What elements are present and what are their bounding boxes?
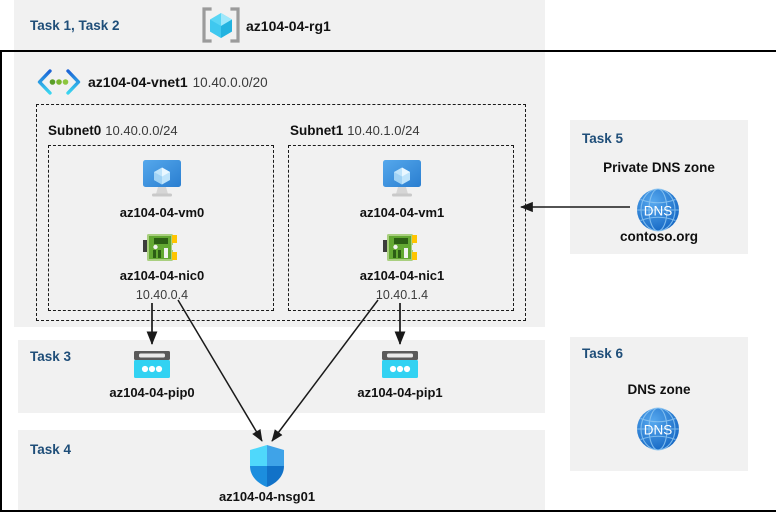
dns-icon-text: DNS [644,204,673,219]
vnet-panel [14,52,545,327]
nic1-ip: 10.40.1.4 [375,288,429,302]
vnet-cidr: 10.40.0.0/20 [192,75,268,90]
subnet1-cidr: 10.40.1.0/24 [347,123,420,138]
task-5-label: Task 5 [582,131,624,146]
virtual-network-icon [36,68,82,96]
dns-zone-icon: DNS [634,405,682,453]
vnet-header: az104-04-vnet1 10.40.0.0/20 [88,74,268,92]
nic0-name: az104-04-nic0 [119,268,205,283]
vm1-name: az104-04-vm1 [359,205,445,220]
pip0-name: az104-04-pip0 [109,385,195,400]
resource-group-header-band [14,0,545,50]
public-ip-address-icon [381,350,419,380]
vm0-name: az104-04-vm0 [119,205,205,220]
dns-zone-heading: DNS zone [627,382,691,397]
private-dns-zone-heading: Private DNS zone [603,160,715,175]
resource-group-icon [200,6,242,44]
nic1-name: az104-04-nic1 [359,268,445,283]
network-security-group-icon [248,444,286,488]
network-interface-icon [143,231,181,264]
task5-panel [570,120,748,254]
pip1-name: az104-04-pip1 [357,385,443,400]
subnet0-cidr: 10.40.0.0/24 [105,123,178,138]
task-1-2-label: Task 1, Task 2 [30,18,120,33]
vnet-name: az104-04-vnet1 [88,74,188,90]
task-3-label: Task 3 [30,349,72,364]
private-dns-zone-name: contoso.org [620,229,698,244]
network-interface-icon [383,231,421,264]
dns-icon-text: DNS [644,423,673,438]
dns-zone-icon: DNS [634,186,682,234]
resource-group-name: az104-04-rg1 [246,18,331,34]
public-ip-address-icon [133,350,171,380]
subnet0-title: Subnet0 [48,123,102,138]
virtual-machine-icon [140,158,184,198]
nsg-name: az104-04-nsg01 [218,489,316,504]
nic0-ip: 10.40.0.4 [135,288,189,302]
task-4-label: Task 4 [30,442,72,457]
task3-panel [18,340,545,413]
subnet0-box [48,145,274,311]
task-6-label: Task 6 [582,346,624,361]
subnet1-title: Subnet1 [290,123,344,138]
virtual-machine-icon [380,158,424,198]
subnet1-box [288,145,514,311]
